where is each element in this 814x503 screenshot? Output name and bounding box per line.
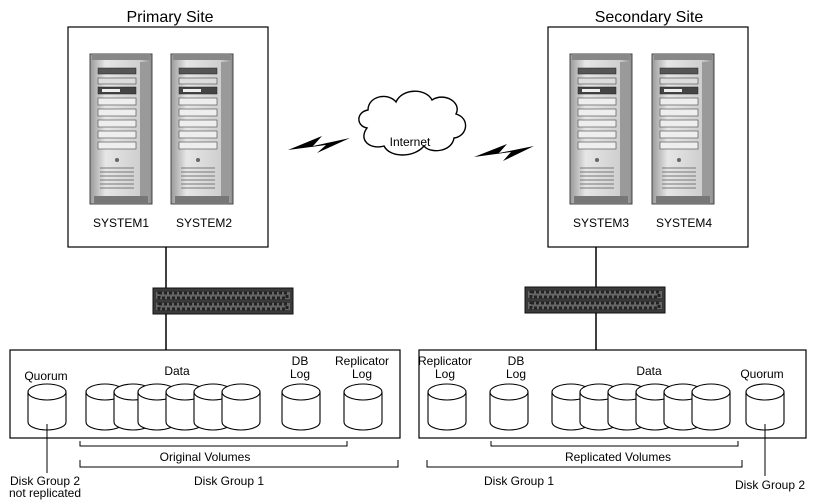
secondary-data-label: Data xyxy=(636,364,662,378)
secondary-replicator-log-label: Log xyxy=(435,367,455,381)
secondary-quorum-label: Quorum xyxy=(740,367,783,381)
system4-label: SYSTEM4 xyxy=(656,216,712,230)
server-tower-icon xyxy=(170,53,234,205)
system3-label: SYSTEM3 xyxy=(573,216,629,230)
primary-replicator-log-label: Log xyxy=(352,367,372,381)
disk-cylinder-icon xyxy=(745,383,785,431)
primary-db-label: DB xyxy=(292,354,309,368)
network-switch-icon xyxy=(523,285,667,315)
disk-cylinder-icon xyxy=(27,383,67,431)
disk-cylinder-icon xyxy=(489,383,529,431)
primary-disk-group-1-label: Disk Group 1 xyxy=(194,474,264,488)
secondary-disk-group-1-label: Disk Group 1 xyxy=(484,474,554,488)
not-replicated-label: not replicated xyxy=(9,486,81,500)
original-volumes-label: Original Volumes xyxy=(160,450,251,464)
secondary-db-label: DB xyxy=(508,354,525,368)
primary-replicator-label: Replicator xyxy=(335,354,389,368)
replicated-volumes-label: Replicated Volumes xyxy=(565,450,671,464)
disk-cylinder-icon xyxy=(427,383,467,431)
primary-quorum-label: Quorum xyxy=(24,369,67,383)
system1-label: SYSTEM1 xyxy=(93,216,149,230)
system2-label: SYSTEM2 xyxy=(176,216,232,230)
primary-site-title: Primary Site xyxy=(126,9,213,26)
disk-cylinder-icon xyxy=(691,383,731,431)
secondary-disk-group-2-label: Disk Group 2 xyxy=(735,478,805,492)
disk-cylinder-icon xyxy=(343,383,383,431)
cloud-icon xyxy=(358,90,467,156)
server-tower-icon xyxy=(569,53,633,205)
server-tower-icon xyxy=(89,53,153,205)
lightning-bolt-icon xyxy=(288,136,350,153)
internet-label: Internet xyxy=(390,135,431,149)
secondary-db-log-label: Log xyxy=(506,367,526,381)
lightning-bolt-icon xyxy=(474,144,534,161)
primary-db-log-label: Log xyxy=(290,367,310,381)
server-tower-icon xyxy=(651,53,715,205)
secondary-replicator-label: Replicator xyxy=(418,354,472,368)
network-switch-icon xyxy=(151,286,295,316)
disk-cylinder-icon xyxy=(281,383,321,431)
primary-disk-group-2-label: Disk Group 2 xyxy=(10,474,80,488)
secondary-site-title: Secondary Site xyxy=(595,9,704,26)
disk-cylinder-icon xyxy=(221,383,261,431)
primary-data-label: Data xyxy=(164,364,190,378)
